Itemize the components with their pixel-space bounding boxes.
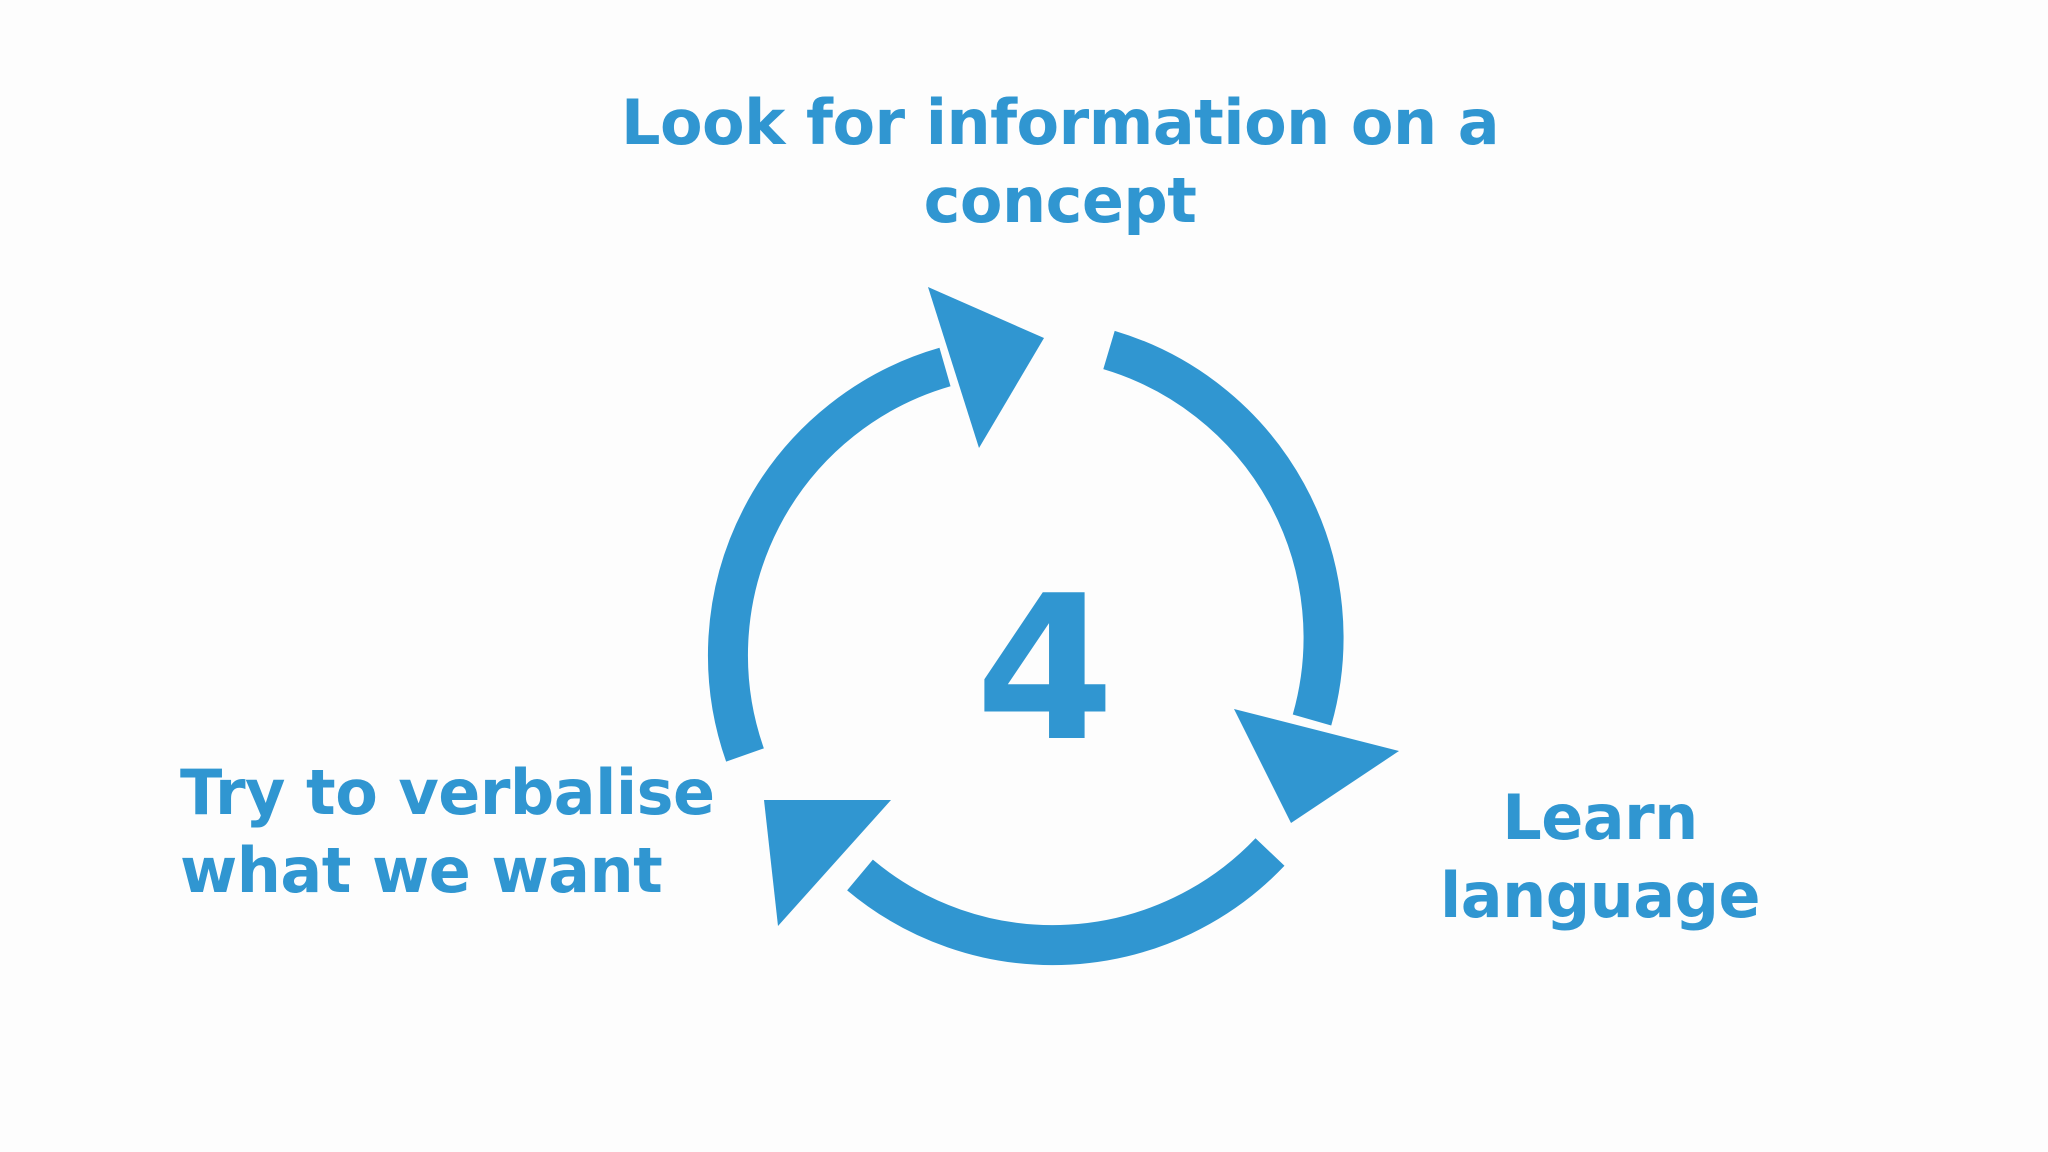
arrow-head-icon xyxy=(928,287,1044,448)
step-label-look-for-information: Look for information on a concept xyxy=(560,84,1560,240)
step-label-line: Look for information on a xyxy=(620,86,1500,159)
arc-learn-to-verbalise xyxy=(847,838,1285,966)
arc-verbalise-to-look xyxy=(707,347,951,762)
step-label-line: concept xyxy=(923,164,1197,237)
step-label-line: what we want xyxy=(180,834,663,907)
step-label-line: language xyxy=(1439,859,1761,932)
step-label-learn-language: Learn language xyxy=(1400,779,1800,935)
arrow-head-icon xyxy=(1234,709,1399,823)
arrow-head-icon xyxy=(764,800,891,926)
step-label-try-to-verbalise: Try to verbalise what we want xyxy=(180,754,740,910)
step-label-line: Try to verbalise xyxy=(180,756,715,829)
arc-look-to-learn xyxy=(1103,330,1344,726)
cycle-center-number: 4 xyxy=(975,553,1115,786)
step-label-line: Learn xyxy=(1502,781,1698,854)
